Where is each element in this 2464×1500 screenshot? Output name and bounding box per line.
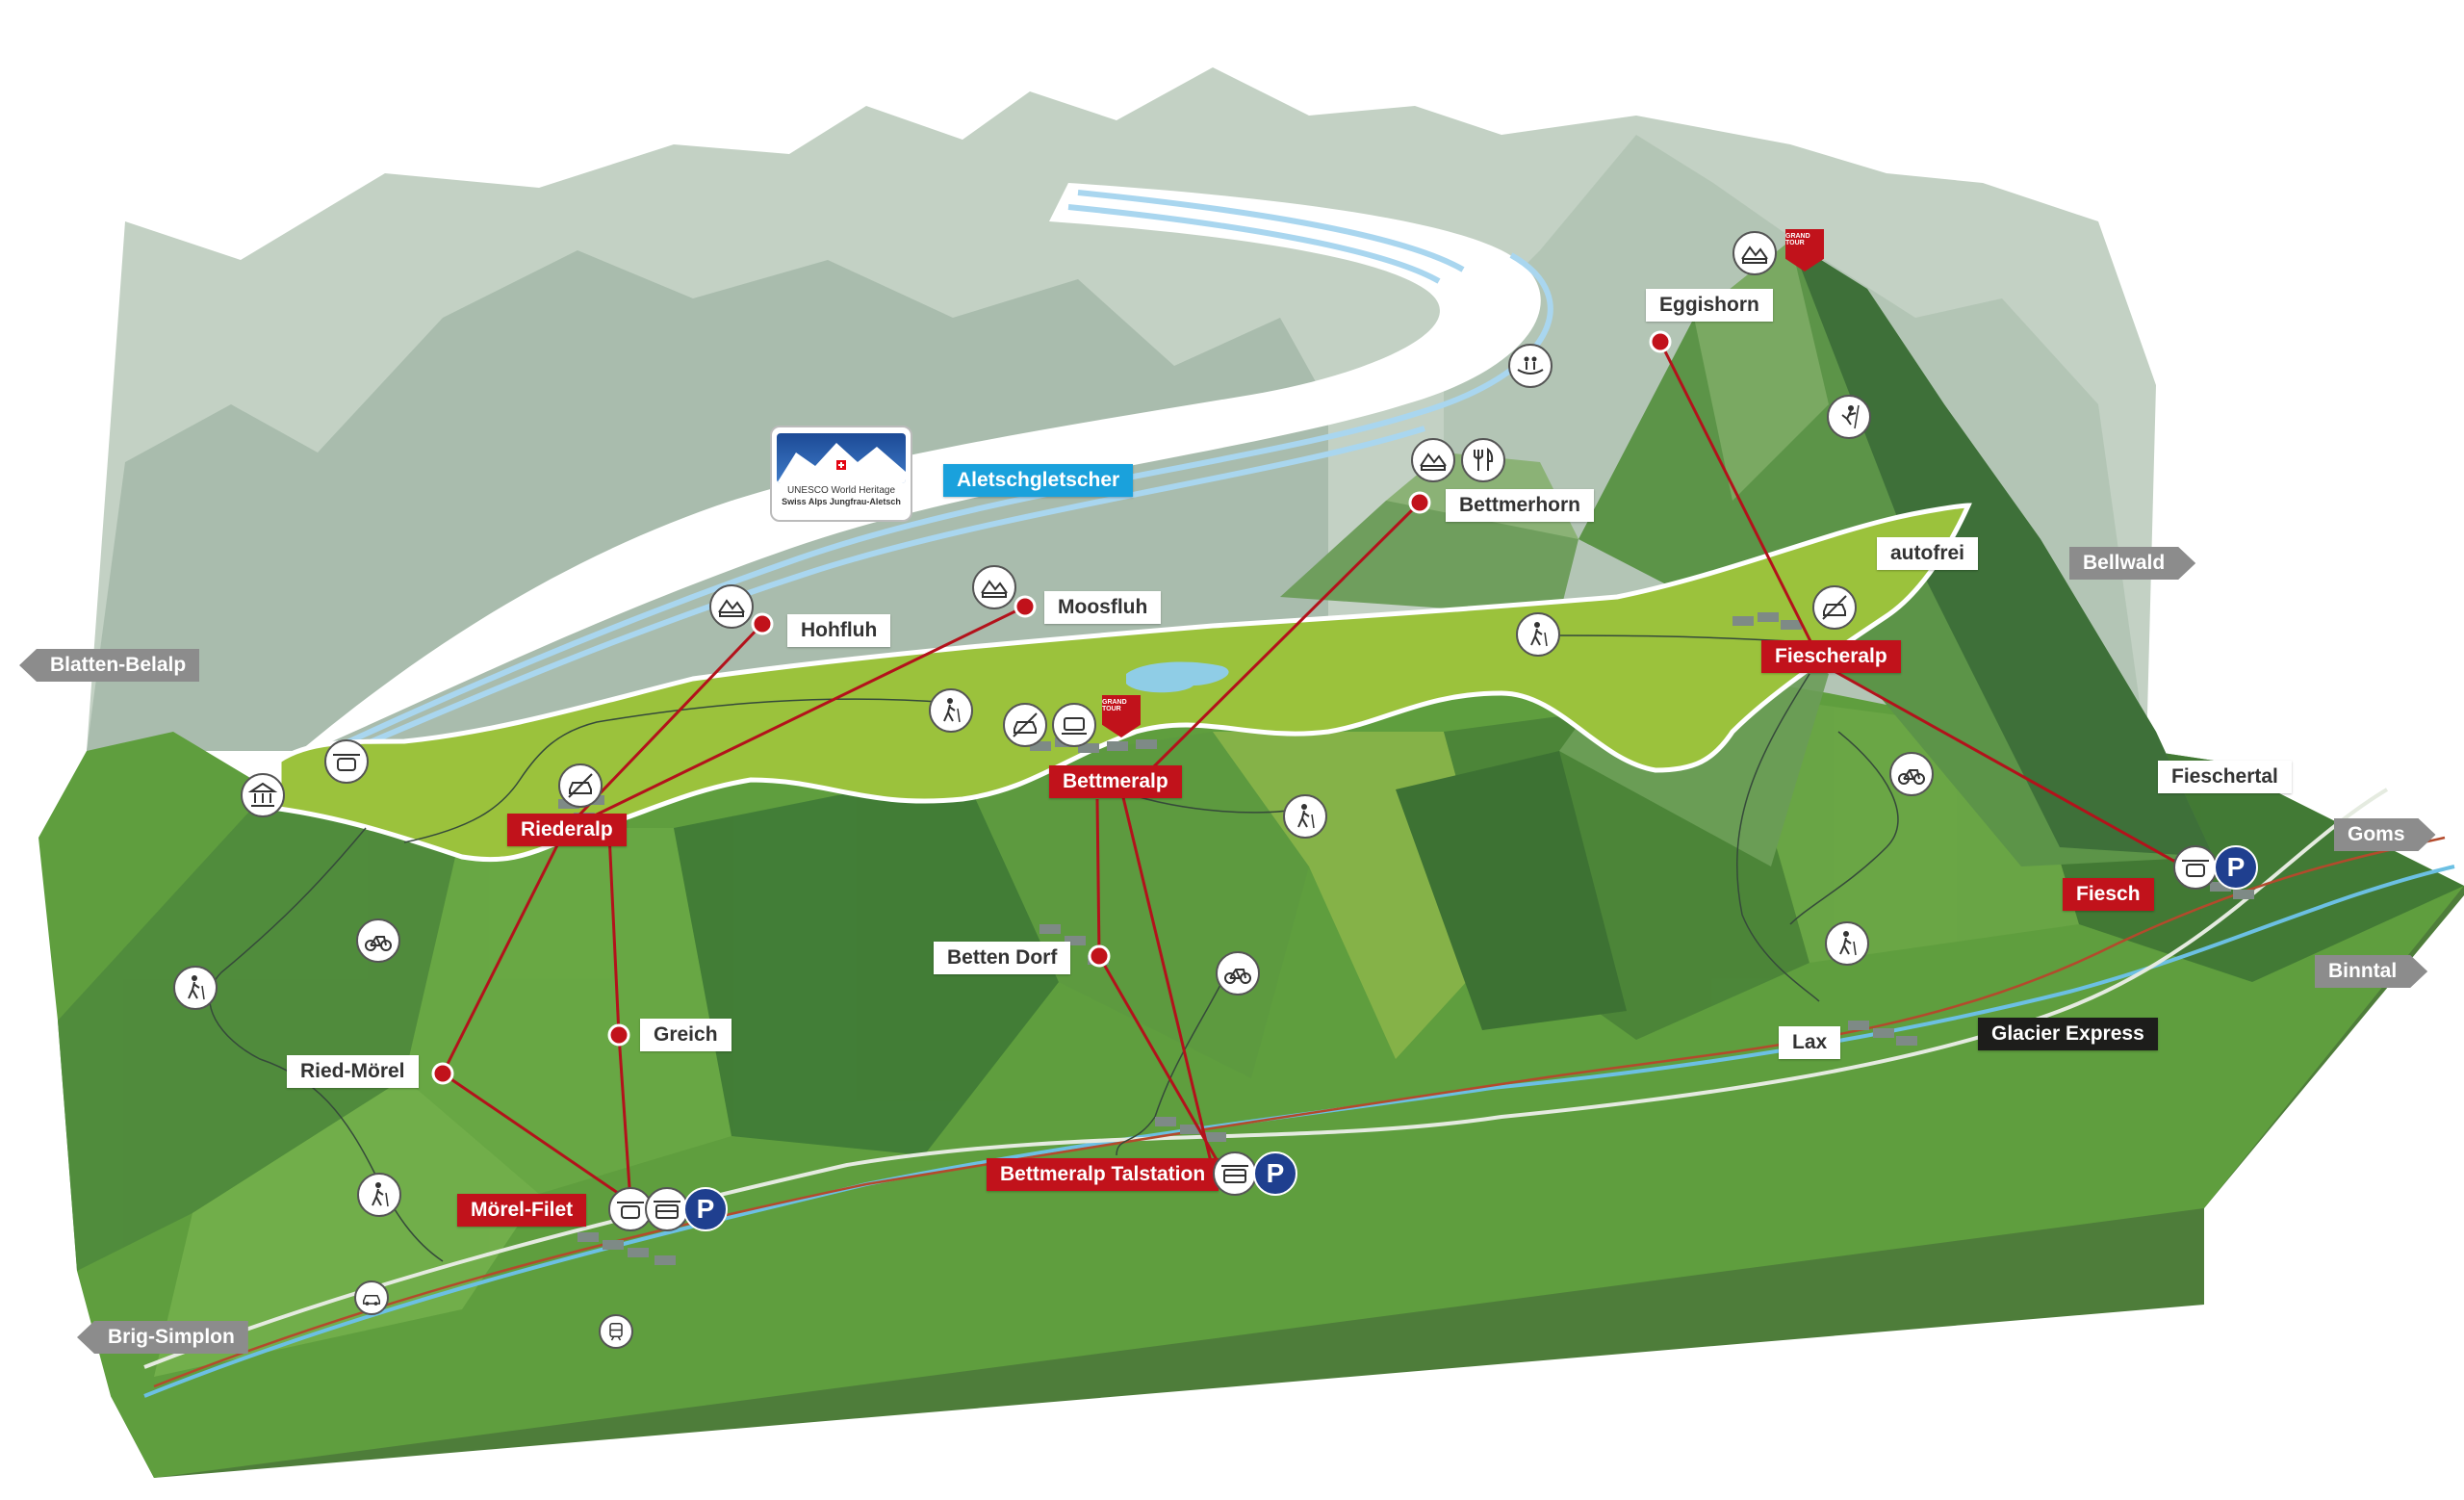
- direction-bellwald[interactable]: Bellwald: [2069, 547, 2195, 580]
- car-free-icon[interactable]: [1003, 703, 1047, 747]
- hiking-icon[interactable]: [929, 688, 973, 733]
- label-fiescheralp[interactable]: Fiescheralp: [1761, 640, 1901, 673]
- label-autofrei[interactable]: autofrei: [1877, 537, 1979, 570]
- car-free-icon[interactable]: [558, 763, 603, 808]
- label-aletschgletscher[interactable]: Aletschgletscher: [943, 464, 1134, 497]
- label-lax[interactable]: Lax: [1779, 1026, 1841, 1059]
- parking-icon[interactable]: P: [1253, 1151, 1297, 1196]
- bike-icon[interactable]: [356, 918, 400, 963]
- car-icon[interactable]: [1812, 585, 1857, 630]
- panorama-icon[interactable]: [709, 584, 754, 629]
- panorama-icon[interactable]: [972, 565, 1016, 609]
- museum-icon[interactable]: [241, 773, 285, 817]
- car-icon[interactable]: [354, 1280, 389, 1315]
- panorama-icon[interactable]: [1732, 231, 1777, 275]
- hiking-icon[interactable]: [357, 1173, 401, 1217]
- label-bettmeralp[interactable]: Bettmeralp: [1049, 765, 1182, 798]
- gondola-icon[interactable]: [2173, 845, 2218, 890]
- dining-icon[interactable]: [1461, 438, 1505, 482]
- climbing-icon[interactable]: [1827, 395, 1871, 439]
- train-icon[interactable]: [599, 1314, 633, 1349]
- label-riederalp[interactable]: Riederalp: [507, 814, 627, 846]
- label-greich[interactable]: Greich: [640, 1019, 732, 1051]
- valley-lines: [143, 634, 2455, 1398]
- parking-icon[interactable]: P: [683, 1187, 728, 1231]
- label-hohfluh[interactable]: Hohfluh: [787, 614, 891, 647]
- unesco-line2: Swiss Alps Jungfrau-Aletsch: [782, 497, 901, 506]
- label-ried-moerel[interactable]: Ried-Mörel: [287, 1055, 419, 1088]
- train-icon[interactable]: [1052, 703, 1096, 747]
- direction-goms[interactable]: Goms: [2334, 818, 2436, 851]
- bike-icon[interactable]: [1216, 951, 1260, 996]
- gondola-icon[interactable]: [324, 739, 369, 784]
- label-eggishorn[interactable]: Eggishorn: [1646, 289, 1773, 322]
- label-bettmeralp-talstation[interactable]: Bettmeralp Talstation: [987, 1158, 1219, 1191]
- suspension-bridge-icon[interactable]: [1508, 344, 1553, 388]
- bettmersee: [1126, 661, 1229, 693]
- grand-tour-text: GRAND TOUR: [1102, 699, 1127, 712]
- grand-tour-text: GRAND TOUR: [1785, 233, 1810, 246]
- station-dots: [431, 330, 1672, 1085]
- parking-icon[interactable]: P: [2214, 845, 2258, 890]
- unesco-line1: UNESCO World Heritage: [786, 485, 896, 496]
- hiking-icon[interactable]: [1516, 612, 1560, 657]
- gondola-icon[interactable]: [608, 1187, 653, 1231]
- hiking-icon[interactable]: [1283, 794, 1327, 839]
- car-free-plateau: [276, 503, 1972, 863]
- hiking-icon[interactable]: [173, 966, 218, 1010]
- label-glacier-express[interactable]: Glacier Express: [1978, 1018, 2158, 1050]
- hiking-icon[interactable]: [1825, 921, 1869, 966]
- label-moerel-filet[interactable]: Mörel-Filet: [457, 1194, 587, 1227]
- panorama-icon[interactable]: [1411, 438, 1455, 482]
- label-bettmerhorn[interactable]: Bettmerhorn: [1446, 489, 1595, 522]
- label-moosfluh[interactable]: Moosfluh: [1044, 591, 1162, 624]
- label-fieschertal[interactable]: Fieschertal: [2158, 761, 2292, 793]
- label-fiesch[interactable]: Fiesch: [2063, 878, 2154, 911]
- cable-car-icon[interactable]: [645, 1187, 689, 1231]
- direction-blatten-belalp[interactable]: Blatten-Belalp: [19, 649, 200, 682]
- label-betten-dorf[interactable]: Betten Dorf: [934, 942, 1071, 974]
- cable-car-lines: [441, 341, 2176, 1203]
- unesco-mountain-image: [777, 433, 906, 483]
- bike-icon[interactable]: [1889, 752, 1934, 796]
- direction-brig-simplon[interactable]: Brig-Simplon: [77, 1321, 248, 1354]
- direction-binntal[interactable]: Binntal: [2315, 955, 2427, 988]
- cable-car-icon[interactable]: [1213, 1151, 1257, 1196]
- unesco-badge: UNESCO World Heritage Swiss Alps Jungfra…: [770, 426, 912, 522]
